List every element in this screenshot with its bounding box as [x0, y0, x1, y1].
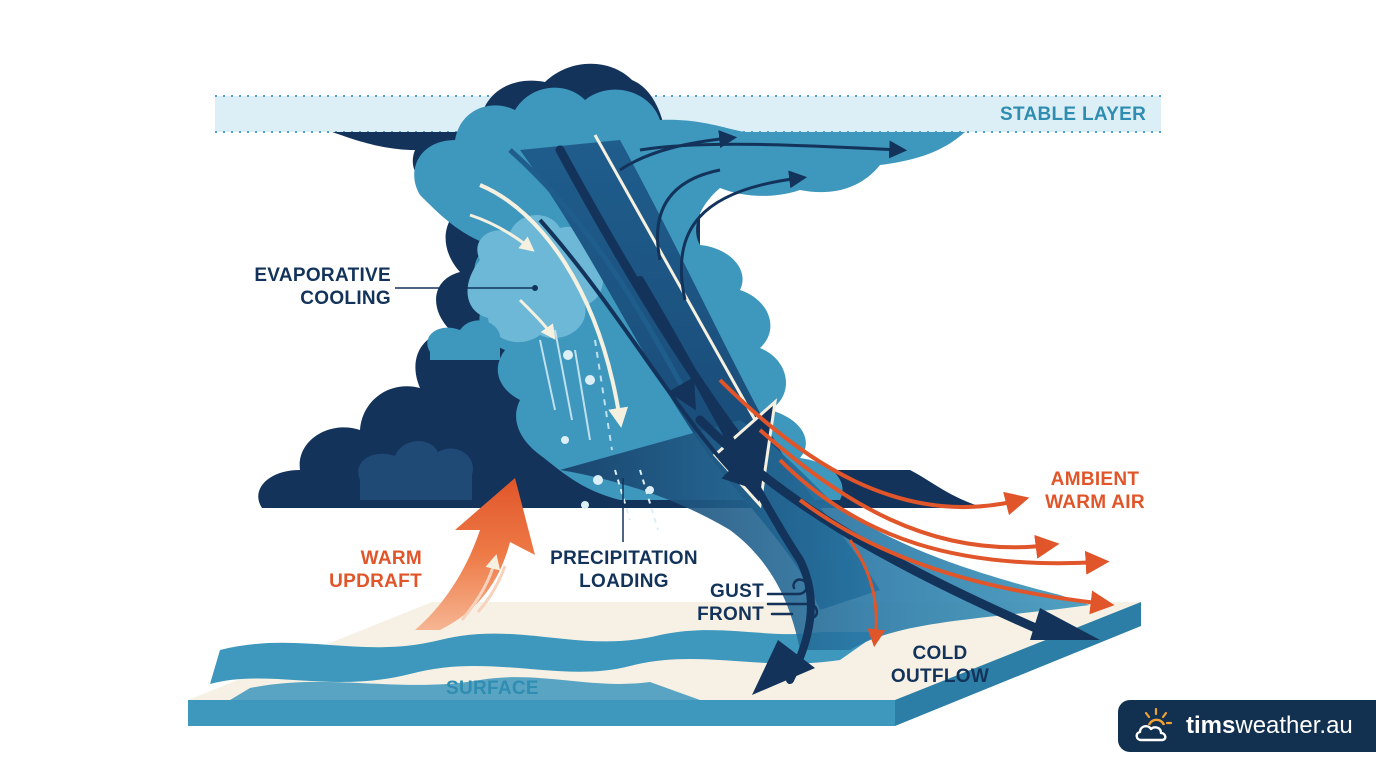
wind-icon: [766, 578, 819, 620]
surface-label: SURFACE: [446, 678, 539, 699]
anvil-flow-arrows: [619, 130, 908, 301]
brand-name: timsweather.au: [1186, 712, 1353, 739]
warm-updraft-label: WARM UPDRAFT: [329, 548, 422, 592]
ambient-warm-air-label: AMBIENT WARM AIR: [1045, 469, 1145, 513]
precipitation-streaks: [539, 329, 659, 531]
evaporative-cooling-dot: [532, 285, 538, 291]
downdraft-arrows: [508, 134, 1100, 695]
evaporative-cooling-label: EVAPORATIVE COOLING: [254, 265, 391, 309]
ambient-warm-air-arrows: [718, 378, 1115, 648]
cold-outflow-label: COLD OUTFLOW: [890, 643, 990, 687]
descending-flow-lines: [469, 183, 629, 428]
outflow-arrowhead: [1030, 608, 1100, 640]
sun-cloud-icon: [1135, 707, 1173, 742]
gust-front-label: GUST FRONT: [697, 581, 764, 625]
precipitation-loading-label: PRECIPITATION LOADING: [550, 548, 698, 592]
brand-badge: timsweather.au: [1118, 700, 1376, 752]
stable-layer-label: STABLE LAYER: [1000, 104, 1147, 125]
downdraft-arrowhead-2: [752, 640, 815, 695]
warm-updraft-arrows: [415, 478, 535, 630]
